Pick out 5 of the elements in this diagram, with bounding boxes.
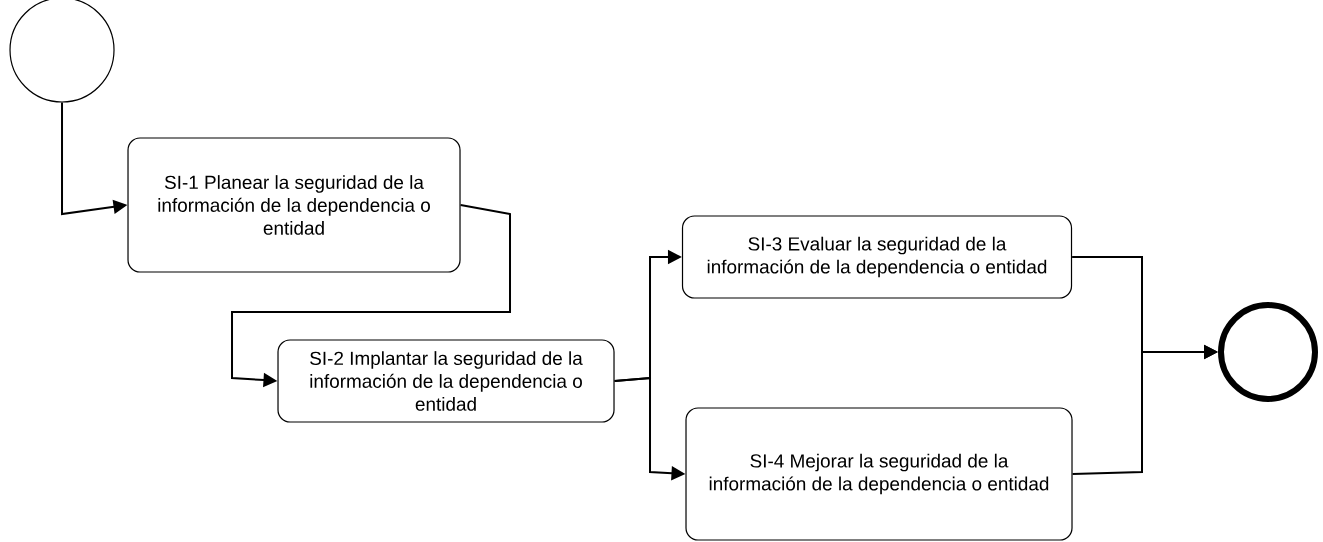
process-box: SI-1 Planear la seguridad de la información de la dependencia o entidad: [127, 137, 461, 273]
end-event-circle: [1218, 302, 1318, 402]
process-box: SI-3 Evaluar la seguridad de la información de la dependencia o entidad: [681, 215, 1073, 299]
process-box: SI-4 Mejorar la seguridad de la información de la dependencia o entidad: [685, 407, 1073, 541]
process-box: SI-2 Implantar la seguridad de la información de la dependencia o entidad: [277, 339, 615, 423]
